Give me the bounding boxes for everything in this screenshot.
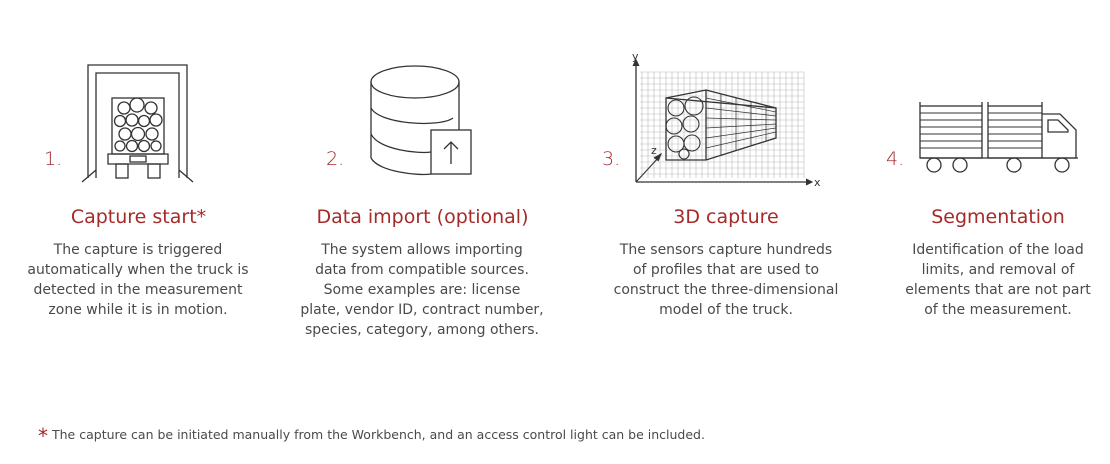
description-line: model of the truck. (659, 302, 793, 318)
step-title: Data import (optional) (316, 206, 529, 228)
description-line: automatically when the truck is (27, 262, 249, 278)
description-line: data from compatible sources. (315, 262, 529, 278)
step-description: The sensors capture hundreds of profiles… (614, 240, 839, 320)
step-description: The capture is triggered automatically w… (27, 240, 248, 320)
description-line: plate, vendor ID, contract number, (300, 302, 544, 318)
description-line: limits, and removal of (921, 262, 1075, 278)
step-number: 2. (326, 148, 345, 170)
description-line: The capture is triggered (53, 242, 223, 258)
axis-label-y: y (632, 50, 639, 63)
description-line: The sensors capture hundreds (619, 242, 833, 258)
description-line: zone while it is in motion. (48, 302, 228, 318)
step-3d-capture: 3. y z x (564, 0, 841, 350)
step-segmentation: 4. Segmentation Iden (860, 0, 1110, 350)
step-description: The system allows importing data from co… (300, 240, 543, 340)
step-description: Identification of the load limits, and r… (905, 240, 1091, 320)
axis-label-x: x (814, 176, 821, 188)
step-capture-start: 1. Capture start* The capture is trigger… (0, 0, 277, 350)
description-line: species, category, among others. (304, 322, 539, 338)
step-number: 3. (602, 148, 621, 170)
footnote-text: The capture can be initiated manually fr… (52, 427, 705, 442)
truck-portal-icon (80, 60, 195, 185)
description-line: Some examples are: license (323, 282, 521, 298)
description-line: elements that are not part (905, 282, 1091, 298)
axis-label-z: z (651, 144, 657, 157)
step-data-import: 2. Data import (optional) The system all… (284, 0, 561, 350)
description-line: of the measurement. (924, 302, 1072, 318)
footnote-asterisk: * (38, 424, 48, 448)
description-line: construct the three-dimensional (613, 282, 839, 298)
description-line: Identification of the load (912, 242, 1084, 258)
step-title: 3D capture (673, 206, 779, 228)
truck-side-icon (918, 100, 1083, 176)
step-number: 1. (44, 148, 63, 170)
description-line: of profiles that are used to (632, 262, 820, 278)
description-line: The system allows importing (321, 242, 523, 258)
footnote: * The capture can be initiated manually f… (38, 424, 705, 448)
3d-grid-icon: y z x (626, 50, 826, 188)
description-line: detected in the measurement (33, 282, 243, 298)
database-upload-icon (369, 62, 479, 180)
step-title: Capture start* (70, 206, 207, 228)
step-title: Segmentation (931, 206, 1065, 228)
step-number: 4. (886, 148, 905, 170)
